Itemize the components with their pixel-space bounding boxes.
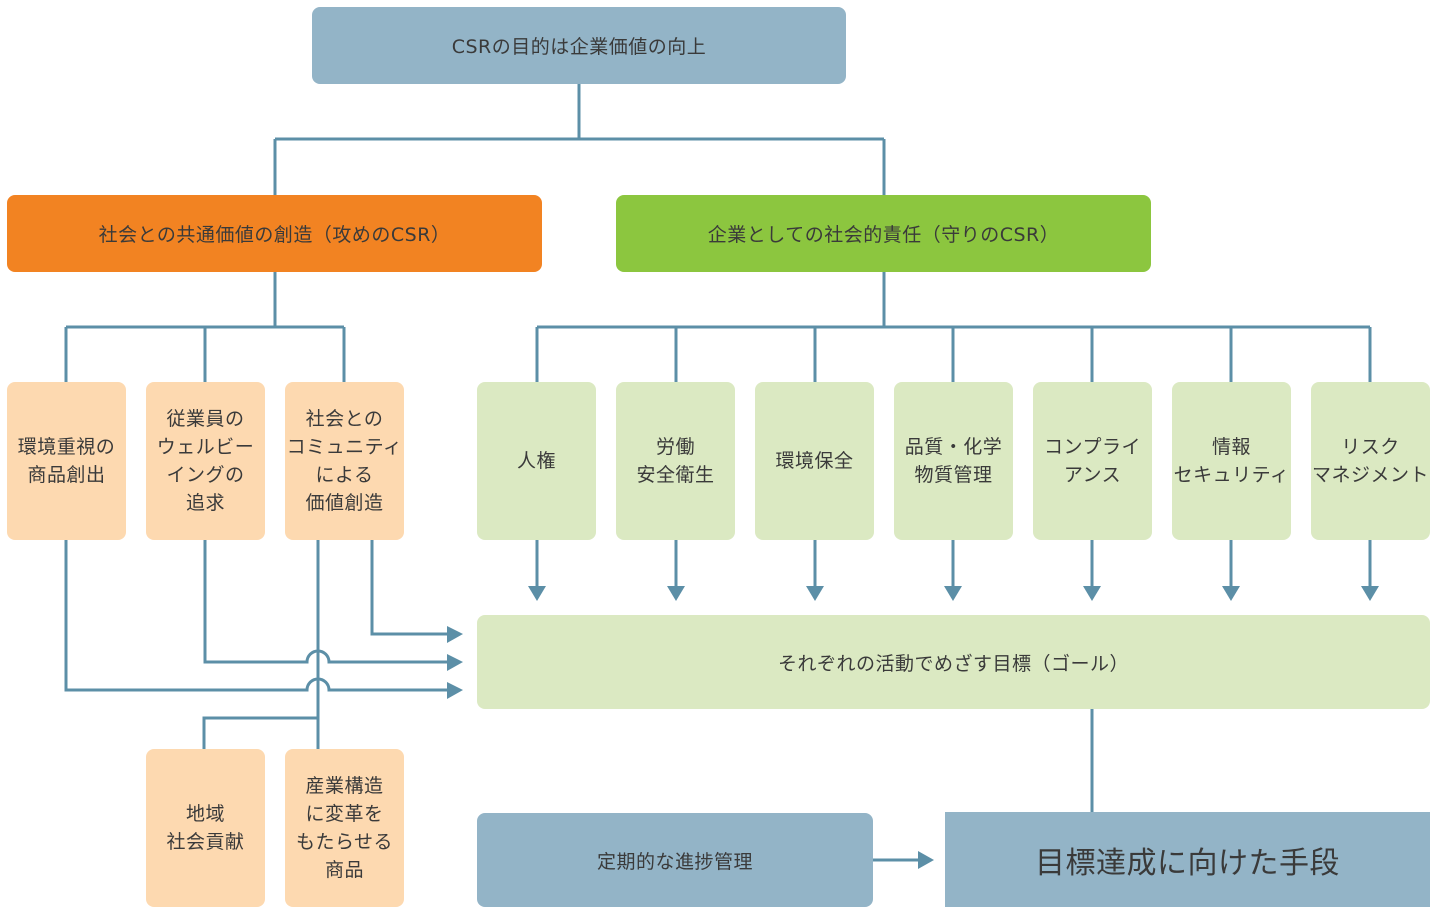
offense-item: 従業員の ウェルビー イングの 追求 (146, 382, 265, 540)
offense-item-label: 環境重視の 商品創出 (17, 436, 116, 486)
defense-item: 労働 安全衛生 (616, 382, 735, 540)
defense-item-label: リスク マネジメント (1311, 436, 1429, 486)
defense-branch-label: 企業としての社会的責任（守りのCSR） (707, 224, 1060, 246)
offense-item-label: 従業員の ウェルビー イングの 追求 (156, 408, 255, 514)
defense-item-label: 環境保全 (775, 450, 854, 472)
arrow-down-icon (1361, 586, 1379, 601)
connector-defense (535, 271, 1372, 384)
defense-item-label: 品質・化学 物質管理 (904, 436, 1003, 486)
offense-sub-item-label: 地域 社会貢献 (166, 803, 245, 853)
arrow-down-icon (944, 586, 962, 601)
defense-arrows (528, 539, 1379, 601)
arrow-right-icon (447, 626, 463, 643)
defense-item: リスク マネジメント (1311, 382, 1430, 540)
progress-box: 定期的な進捗管理 (477, 813, 873, 907)
defense-branch-box: 企業としての社会的責任（守りのCSR） (616, 195, 1151, 272)
offense-branch-label: 社会との共通価値の創造（攻めのCSR） (98, 224, 451, 246)
offense-branch-box: 社会との共通価値の創造（攻めのCSR） (7, 195, 542, 272)
defense-item-label: 人権 (516, 450, 556, 472)
defense-item: 環境保全 (755, 382, 874, 540)
defense-item-label: コンプライ アンス (1044, 436, 1141, 486)
root-label: CSRの目的は企業価値の向上 (451, 36, 707, 58)
arrow-right-icon (447, 682, 463, 699)
defense-item: 品質・化学 物質管理 (894, 382, 1013, 540)
offense-to-goal-connectors (64, 539, 463, 750)
means-label: 目標達成に向けた手段 (1035, 845, 1340, 881)
defense-item: コンプライ アンス (1033, 382, 1152, 540)
arrow-down-icon (528, 586, 546, 601)
defense-item-label: 情報 セキュリティ (1173, 436, 1290, 486)
arrow-down-icon (667, 586, 685, 601)
offense-item-label: 社会との コミュニティ による 価値創造 (286, 408, 403, 514)
arrow-down-icon (1083, 586, 1101, 601)
offense-item: 社会との コミュニティ による 価値創造 (285, 382, 404, 540)
defense-item: 人権 (477, 382, 596, 540)
connector-root (273, 84, 886, 196)
goal-label: それぞれの活動でめざす目標（ゴール） (777, 652, 1129, 675)
offense-sub-item: 地域 社会貢献 (146, 749, 265, 907)
root-box: CSRの目的は企業価値の向上 (312, 7, 846, 84)
defense-item-label: 労働 安全衛生 (636, 436, 715, 486)
arrow-down-icon (1222, 586, 1240, 601)
offense-sub-item: 産業構造 に変革を もたらせる 商品 (285, 749, 404, 907)
connector-offense (64, 271, 346, 384)
offense-sub-item-label: 産業構造 に変革を もたらせる 商品 (295, 775, 394, 881)
arrow-down-icon (806, 586, 824, 601)
progress-label: 定期的な進捗管理 (596, 850, 753, 873)
arrow-right-icon (447, 654, 463, 671)
offense-item: 環境重視の 商品創出 (7, 382, 126, 540)
means-box: 目標達成に向けた手段 (945, 812, 1430, 907)
goal-box: それぞれの活動でめざす目標（ゴール） (477, 615, 1430, 709)
defense-item: 情報 セキュリティ (1172, 382, 1291, 540)
arrow-right-icon (918, 851, 934, 869)
